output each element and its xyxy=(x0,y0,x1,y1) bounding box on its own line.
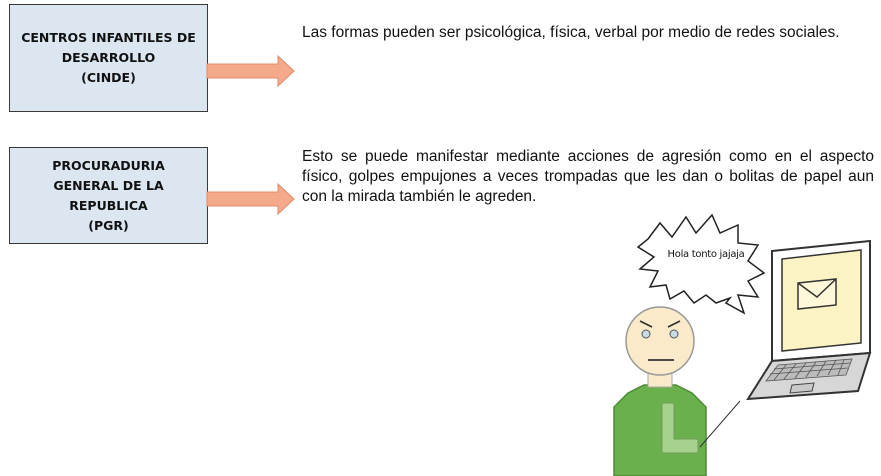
paragraph-manifest: Esto se puede manifestar mediante accion… xyxy=(302,148,874,205)
cinde-box: CENTROS INFANTILES DE DESARROLLO (CINDE) xyxy=(9,4,208,112)
pgr-box-line-4: (PGR) xyxy=(88,217,129,233)
cinde-box-line-2: DESARROLLO xyxy=(61,50,156,65)
laptop-icon xyxy=(746,239,872,401)
bullying-illustration xyxy=(613,213,872,476)
cinde-box-line-3: (CINDE) xyxy=(81,70,136,85)
pgr-box-line-1: PROCURADURIA xyxy=(52,157,165,173)
speech-bubble-text: Hola tonto jajaja xyxy=(667,249,745,260)
pgr-box-line-3: REPUBLICA xyxy=(69,197,148,213)
angry-person-icon xyxy=(613,306,741,476)
pgr-box: PROCURADURIA GENERAL DE LA REPUBLICA (PG… xyxy=(9,147,208,244)
paragraph-forms: Las formas pueden ser psicológica, físic… xyxy=(302,24,840,41)
arrow-right-icon xyxy=(206,183,295,215)
email-icon xyxy=(797,278,837,310)
speech-bubble-icon xyxy=(636,213,766,315)
cinde-box-line-1: CENTROS INFANTILES DE xyxy=(21,30,196,45)
pgr-box-line-2: GENERAL DE LA xyxy=(53,177,164,193)
arrow-right-icon xyxy=(206,55,295,87)
